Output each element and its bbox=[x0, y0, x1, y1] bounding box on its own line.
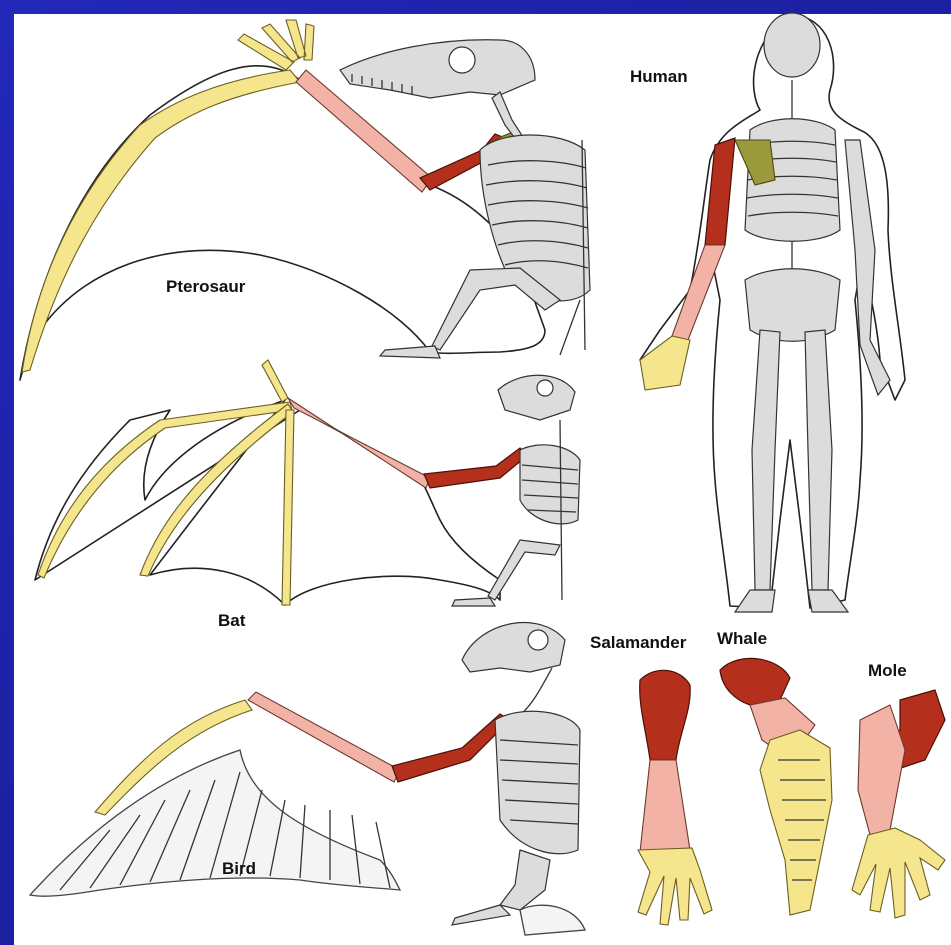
bat-radius-ulna bbox=[288, 398, 430, 488]
bat-foot bbox=[452, 598, 495, 606]
salamander-forelimb bbox=[638, 670, 712, 925]
pterosaur-digits bbox=[238, 20, 314, 70]
human-humerus bbox=[705, 138, 735, 245]
bat-illustration bbox=[35, 360, 580, 606]
bird-skull bbox=[462, 623, 565, 672]
human-hand bbox=[640, 336, 690, 390]
label-bird: Bird bbox=[222, 859, 256, 878]
whale-hand bbox=[760, 730, 832, 915]
pterosaur-illustration bbox=[20, 20, 590, 380]
human-scapula bbox=[735, 140, 775, 185]
pterosaur-foot bbox=[380, 346, 440, 358]
salamander-hand bbox=[638, 848, 712, 925]
bird-tail bbox=[520, 905, 585, 935]
bird-illustration bbox=[30, 623, 585, 935]
bat-thumb bbox=[262, 360, 288, 402]
bat-digit-1 bbox=[38, 402, 292, 578]
human-right-arm bbox=[845, 140, 890, 395]
bird-feathers bbox=[30, 750, 400, 896]
pterosaur-wing-membrane bbox=[20, 66, 545, 380]
bird-humerus bbox=[392, 714, 510, 782]
pterosaur-skull bbox=[340, 40, 535, 98]
salamander-radius-ulna bbox=[640, 760, 690, 852]
human-pelvis bbox=[745, 269, 840, 342]
whale-flipper bbox=[720, 658, 832, 915]
bird-foot bbox=[452, 905, 510, 925]
label-pterosaur: Pterosaur bbox=[166, 277, 246, 296]
label-whale: Whale bbox=[717, 629, 767, 648]
bat-digit-3 bbox=[282, 410, 294, 605]
human-left-foot bbox=[735, 590, 775, 612]
bat-leg bbox=[488, 540, 560, 600]
mole-hand bbox=[852, 828, 945, 918]
human-right-leg bbox=[805, 330, 832, 590]
whale-humerus bbox=[720, 658, 790, 705]
bird-leg bbox=[500, 850, 550, 910]
human-skull bbox=[764, 13, 820, 77]
label-bat: Bat bbox=[218, 611, 246, 630]
bird-radius-ulna bbox=[248, 692, 400, 782]
label-human: Human bbox=[630, 67, 688, 86]
mole-radius-ulna bbox=[858, 705, 905, 835]
bat-humerus bbox=[424, 448, 528, 488]
label-mole: Mole bbox=[868, 661, 907, 680]
bird-neck bbox=[520, 668, 552, 715]
salamander-humerus bbox=[640, 670, 691, 760]
pterosaur-wing-finger bbox=[22, 70, 300, 372]
mole-forelimb bbox=[852, 690, 945, 918]
bat-skull bbox=[498, 375, 575, 420]
human-illustration bbox=[640, 13, 905, 612]
label-salamander: Salamander bbox=[590, 633, 687, 652]
